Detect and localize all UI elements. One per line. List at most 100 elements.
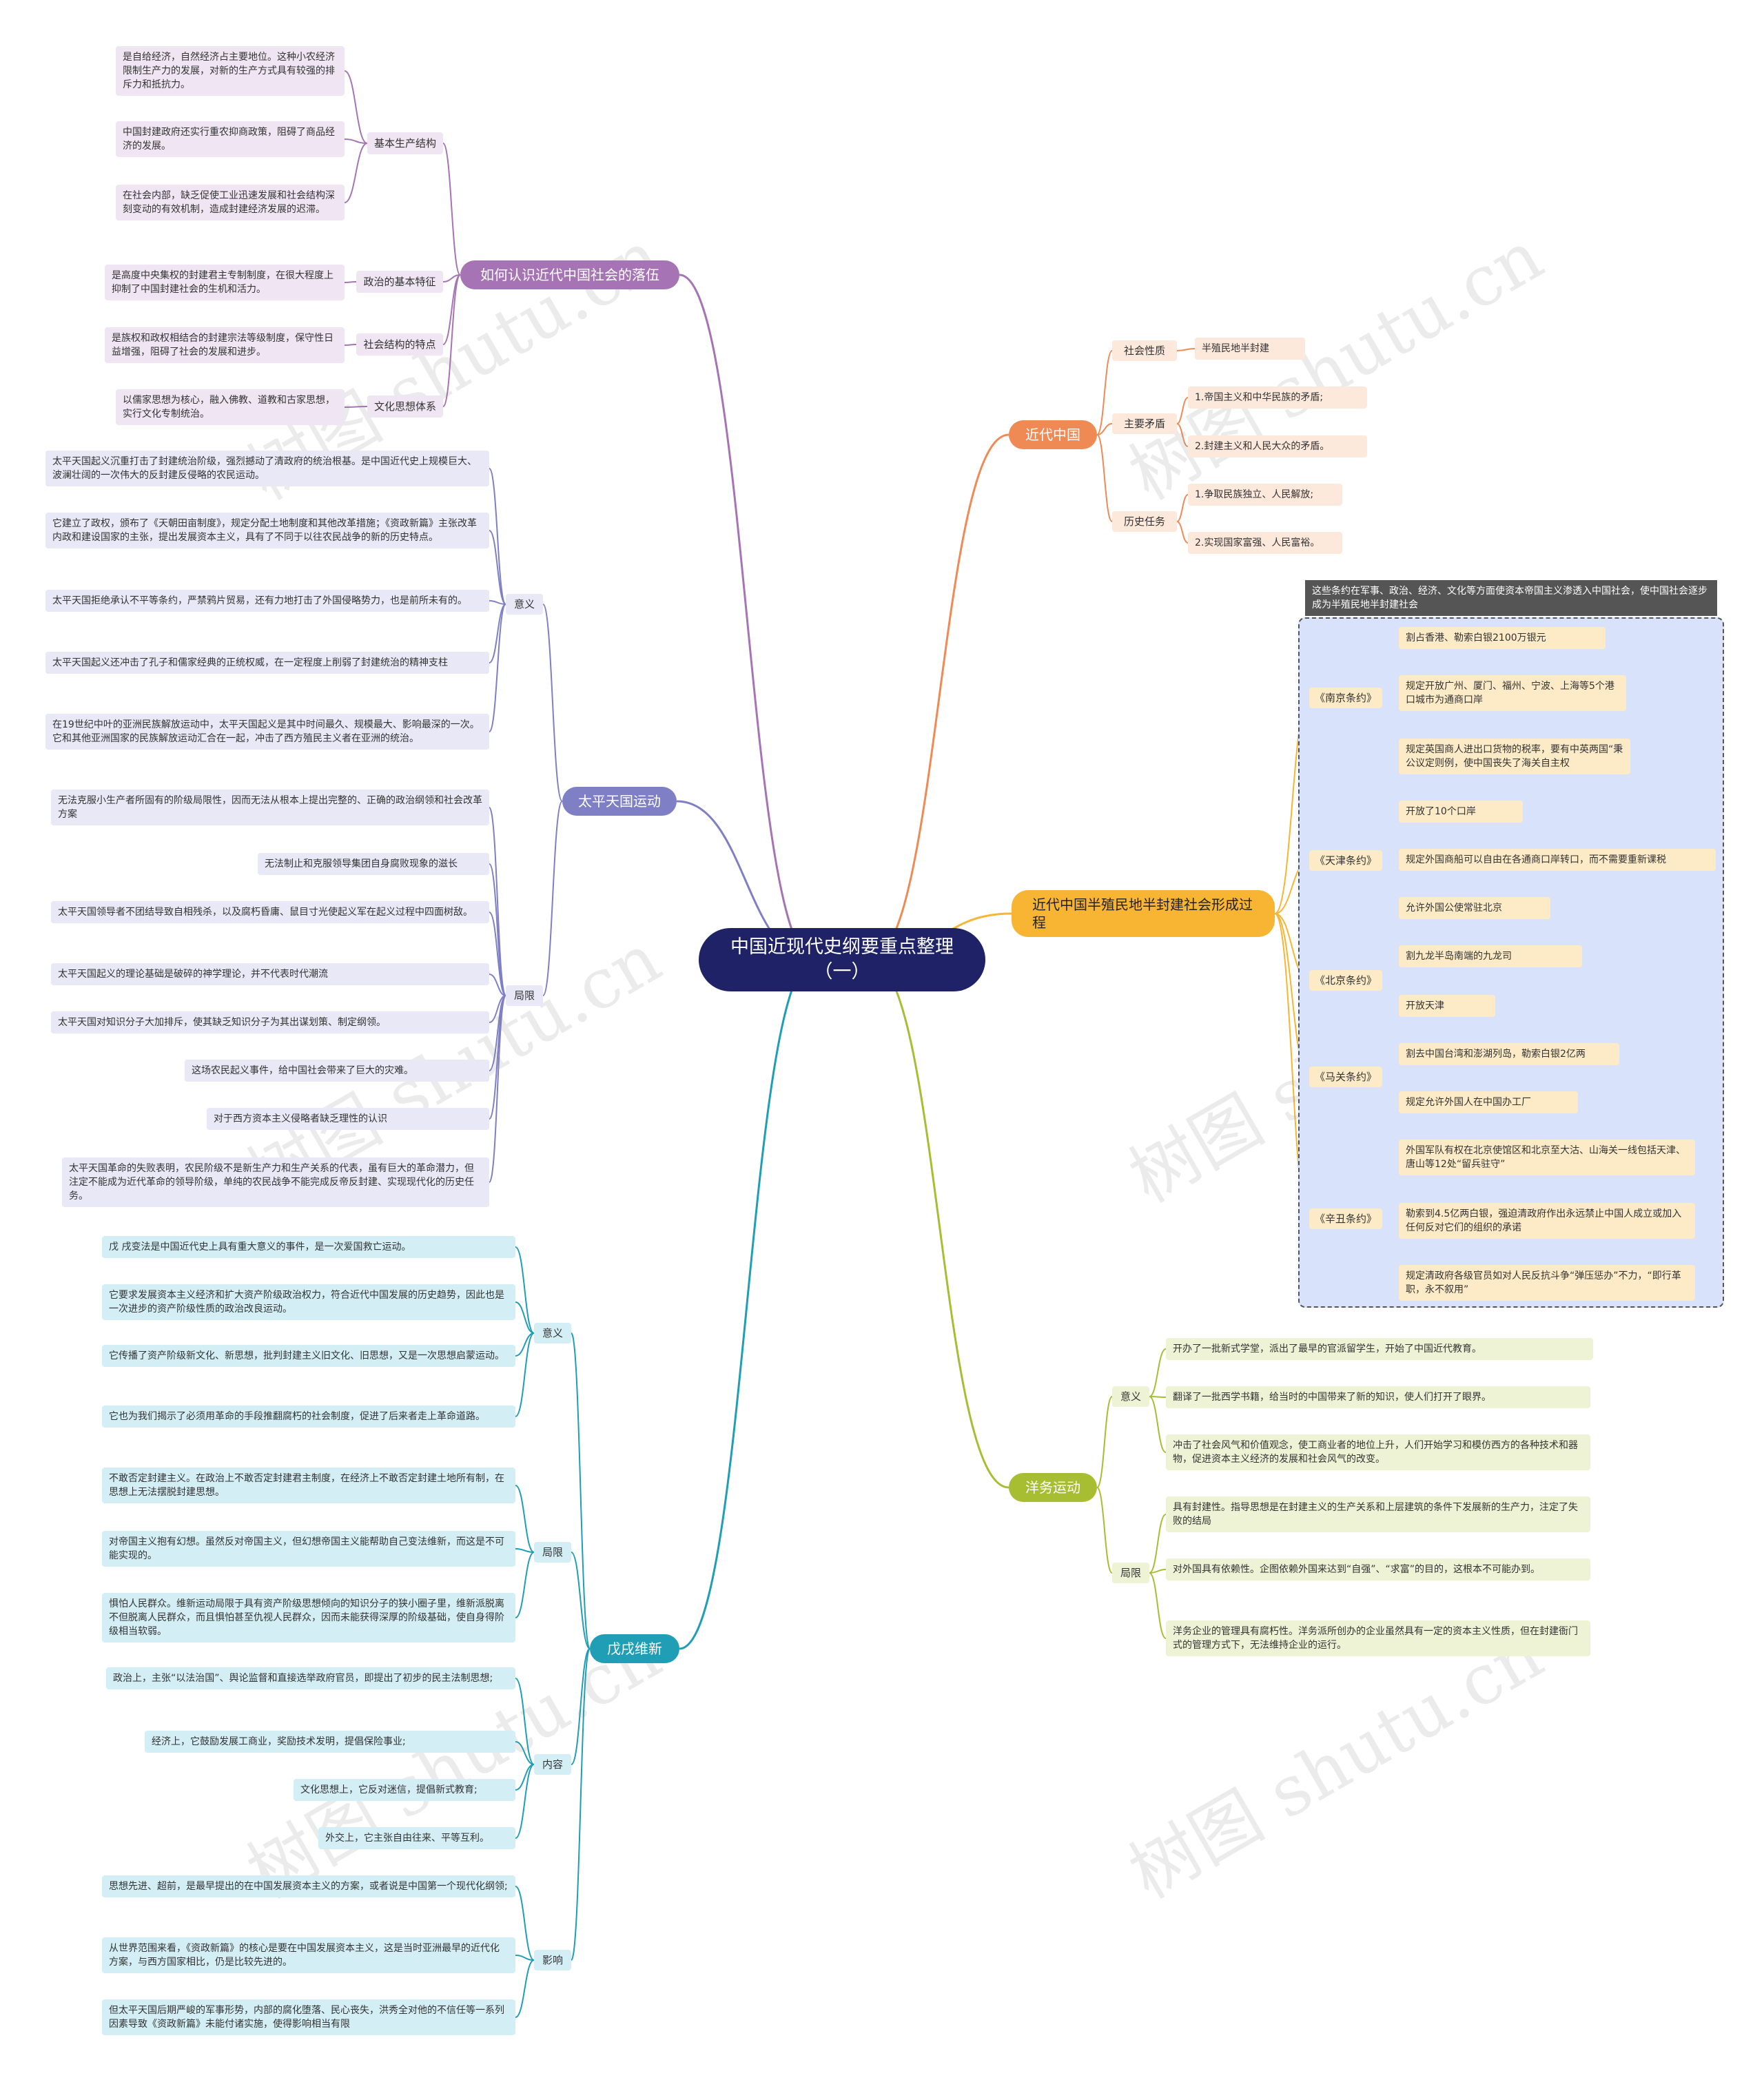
connector xyxy=(344,344,357,346)
leaf-b3-yx-3: 但太平天国后期严峻的军事形势，内部的腐化堕落、民心丧失，洪秀全对他的不信任等一系… xyxy=(102,1999,515,2035)
leaf-b6-2: 翻译了一批西学书籍，给当时的中国带来了新的知识，使人们打开了眼界。 xyxy=(1166,1386,1590,1408)
connector xyxy=(515,1485,535,1553)
connector xyxy=(679,274,815,961)
cat-ys-limitations[interactable]: 局限 xyxy=(1112,1563,1149,1583)
connector xyxy=(489,974,506,996)
connector xyxy=(515,1959,535,2018)
connector xyxy=(515,1332,535,1417)
leaf-b2-jx-1: 无法克服小生产者所固有的阶级局限性，因而无法从根本上提出完整的、正确的政治纲领和… xyxy=(51,790,489,825)
branch-modern-china[interactable]: 近代中国 xyxy=(1009,420,1097,449)
connector xyxy=(489,600,506,605)
leaf-b2-jx-7: 对于西方资本主义侵略者缺乏理性的认识 xyxy=(207,1108,489,1130)
leaf-b5-5: 规定外国商船可以自由在各通商口岸转口，而不需要重新课税 xyxy=(1399,849,1716,871)
leaf-b3-jx-1: 不敢否定封建主义。在政治上不敢否定封建君主制度，在经济上不敢否定封建土地所有制，… xyxy=(102,1468,515,1503)
connector xyxy=(344,406,368,408)
leaf-b6-5: 对外国具有依赖性。企图依赖外国来达到“自强”、“求富”的目的，这根本不可能办到。 xyxy=(1166,1558,1590,1580)
leaf-b5-8: 开放天津 xyxy=(1399,995,1495,1017)
connector xyxy=(344,143,368,203)
connector xyxy=(1176,423,1189,447)
leaf-b4-5: 2.实现国家富强、人民富裕。 xyxy=(1188,532,1342,554)
connector xyxy=(1176,397,1189,424)
connector xyxy=(489,863,506,996)
connector xyxy=(515,1548,535,1553)
leaf-b3-yiyi-3: 它传播了资产阶级新文化、新思想，批判封建主义旧文化、旧思想，又是一次思想启蒙运动… xyxy=(102,1345,515,1367)
cat-wuxu-content[interactable]: 内容 xyxy=(534,1754,571,1775)
leaf-b1-1: 是自给经济，自然经济占主要地位。这种小农经济限制生产力的发展，对新的生产方式具有… xyxy=(116,46,345,96)
cat-taiping-significance[interactable]: 意义 xyxy=(506,594,543,615)
connector xyxy=(1096,434,1113,522)
leaf-b3-nr-2: 经济上，它鼓励发展工商业，奖励技术发明，提倡保险事业; xyxy=(145,1731,515,1753)
treaty-tianjin[interactable]: 《天津条约》 xyxy=(1309,850,1382,871)
leaf-b5-11: 外国军队有权在北京使馆区和北京至大沽、山海关一线包括天津、唐山等12处“留兵驻守… xyxy=(1399,1140,1695,1175)
cat-political-features[interactable]: 政治的基本特征 xyxy=(356,271,443,293)
connector xyxy=(1096,350,1113,435)
leaf-b6-3: 冲击了社会风气和价值观念，使工商业者的地位上升，人们开始学习和模仿西方的各种技术… xyxy=(1166,1434,1590,1470)
connector xyxy=(1096,423,1113,435)
connector xyxy=(1149,1514,1167,1574)
connector xyxy=(442,143,461,276)
connector xyxy=(869,433,1009,961)
connector xyxy=(515,1552,535,1618)
connector xyxy=(515,1678,535,1765)
connector xyxy=(571,1648,591,1961)
branch-modern-society-backwardness[interactable]: 如何认识近代中国社会的落伍 xyxy=(460,260,679,289)
treaty-boxer[interactable]: 《辛丑条约》 xyxy=(1309,1208,1382,1229)
cat-taiping-limitations[interactable]: 局限 xyxy=(506,985,543,1006)
leaf-b5-6: 允许外国公使常驻北京 xyxy=(1399,897,1550,919)
cat-wuxu-significance[interactable]: 意义 xyxy=(534,1323,571,1343)
leaf-b1-4: 是高度中央集权的封建君主专制制度，在很大程度上抑制了中国封建社会的生机和活力。 xyxy=(105,265,345,300)
connector xyxy=(515,1764,535,1839)
cat-ys-significance[interactable]: 意义 xyxy=(1112,1386,1149,1407)
leaf-b5-12: 勒索到4.5亿两白银，强迫清政府作出永远禁止中国人成立或加入任何反对它们的组织的… xyxy=(1399,1203,1695,1239)
leaf-b2-jx-4: 太平天国起义的理论基础是破碎的神学理论，并不代表时代潮流 xyxy=(51,963,489,985)
connector xyxy=(571,1648,591,1765)
connector xyxy=(344,70,368,144)
leaf-b5-2: 规定开放广州、厦门、福州、宁波、上海等5个港口城市为通商口岸 xyxy=(1399,675,1626,711)
leaf-b5-10: 规定允许外国人在中国办工厂 xyxy=(1399,1091,1578,1113)
leaf-b1-6: 以儒家思想为核心，融入佛教、道教和古家思想，实行文化专制统治。 xyxy=(116,389,345,425)
treaty-shimonoseki[interactable]: 《马关条约》 xyxy=(1309,1067,1382,1087)
connector xyxy=(442,274,461,407)
leaf-b2-yiyi-4: 太平天国起义还冲击了孔子和儒家经典的正统权威，在一定程度上削弱了封建统治的精神支… xyxy=(45,652,489,674)
connector xyxy=(1096,1396,1113,1488)
leaf-b2-jx-6: 这场农民起义事件，给中国社会带来了巨大的灾难。 xyxy=(185,1060,489,1082)
connector xyxy=(489,995,506,1183)
connector xyxy=(489,604,506,732)
branch-semi-colonial-formation[interactable]: 近代中国半殖民地半封建社会形成过程 xyxy=(1012,890,1275,937)
treaty-nanjing[interactable]: 《南京条约》 xyxy=(1309,688,1382,708)
connector xyxy=(489,468,506,605)
leaf-b5-7: 割九龙半岛南端的九龙司 xyxy=(1399,945,1582,967)
cat-basic-production[interactable]: 基本生产结构 xyxy=(367,132,443,154)
connector xyxy=(489,912,506,996)
leaf-b4-2: 1.帝国主义和中华民族的矛盾; xyxy=(1188,387,1367,409)
cat-social-structure[interactable]: 社会结构的特点 xyxy=(356,333,443,356)
leaf-b4-3: 2.封建主义和人民大众的矛盾。 xyxy=(1188,435,1367,457)
connector xyxy=(515,1955,535,1961)
connector xyxy=(1096,1487,1113,1574)
leaf-b2-jx-5: 太平天国对知识分子大加排斥，使其缺乏知识分子为其出谋划策、制定纲领。 xyxy=(51,1011,489,1033)
leaf-b2-jx-3: 太平天国领导者不团结导致自相残杀，以及腐朽昏庸、鼠目寸光使起义军在起义过程中四面… xyxy=(51,901,489,923)
connector xyxy=(1149,1348,1167,1397)
branch-wuxu-reform[interactable]: 戊戌维新 xyxy=(590,1634,679,1663)
cat-social-nature[interactable]: 社会性质 xyxy=(1112,340,1177,361)
branch-taiping[interactable]: 太平天国运动 xyxy=(562,787,677,816)
cat-wuxu-limitations[interactable]: 局限 xyxy=(534,1542,571,1563)
leaf-b6-1: 开办了一批新式学堂，派出了最早的官派留学生，开始了中国近代教育。 xyxy=(1166,1338,1593,1360)
cat-historical-task[interactable]: 历史任务 xyxy=(1112,511,1177,532)
cat-main-contradiction[interactable]: 主要矛盾 xyxy=(1112,413,1177,434)
connector xyxy=(442,274,461,282)
root-topic[interactable]: 中国近现代史纲要重点整理（一） xyxy=(699,928,985,991)
connector xyxy=(571,1332,591,1649)
connector xyxy=(1176,494,1189,522)
leaf-b4-4: 1.争取民族独立、人民解放; xyxy=(1188,484,1342,506)
leaf-b5-13: 规定清政府各级官员如对人民反抗斗争“弹压惩办”不力，“即行革职，永不叙用” xyxy=(1399,1265,1695,1301)
connector xyxy=(515,1301,535,1334)
leaf-b5-9: 割去中国台湾和澎湖列岛，勒索白银2亿两 xyxy=(1399,1043,1619,1065)
leaf-b6-4: 具有封建性。指导思想是在封建主义的生产关系和上层建筑的条件下发展新的生产力，注定… xyxy=(1166,1496,1590,1532)
leaf-b2-jx-2: 无法制止和克服领导集团自身腐败现象的滋长 xyxy=(258,853,489,875)
branch-self-strengthening[interactable]: 洋务运动 xyxy=(1009,1473,1097,1502)
leaf-b1-3: 在社会内部，缺乏促使工业迅速发展和社会结构深刻变动的有效机制，造成封建经济发展的… xyxy=(116,185,345,220)
treaty-beijing[interactable]: 《北京条约》 xyxy=(1309,970,1382,991)
cat-wuxu-influence[interactable]: 影响 xyxy=(534,1950,571,1970)
cat-culture-system[interactable]: 文化思想体系 xyxy=(367,395,443,418)
